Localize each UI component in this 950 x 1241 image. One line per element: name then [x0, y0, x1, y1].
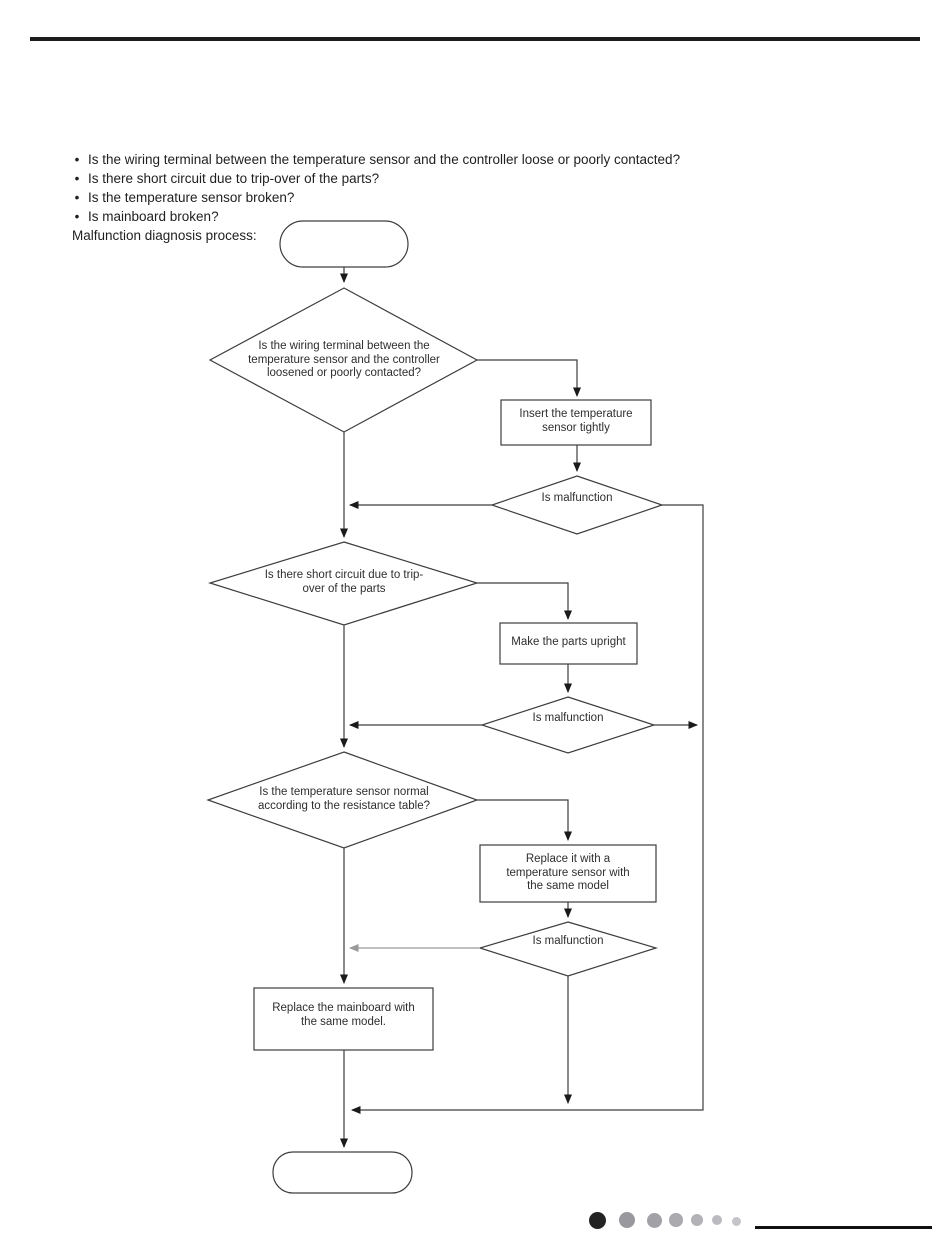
end-terminal: [272, 1151, 413, 1194]
page-dot: [619, 1212, 635, 1228]
process-label: Malfunction diagnosis process:: [72, 228, 257, 243]
bullet-item: • Is there short circuit due to trip-ove…: [72, 169, 680, 188]
bullet-text: Is the temperature sensor broken?: [88, 190, 295, 205]
page-dot: [691, 1214, 703, 1226]
action-3-box: [479, 844, 657, 903]
flow-connector-decision3-to-action3: [477, 799, 572, 841]
page-dot: [669, 1213, 683, 1227]
flow-connector-right-return: [351, 504, 704, 1114]
bullet-item: • Is the temperature sensor broken?: [72, 188, 680, 207]
bullet-marker: •: [74, 190, 80, 205]
footer-rule: [755, 1226, 932, 1229]
bullet-marker: •: [74, 152, 80, 167]
action-3-label: Replace it with a temperature sensor wit…: [506, 853, 630, 892]
check-3-label: Is malfunction: [532, 935, 604, 947]
bullet-item: • Is the wiring terminal between the tem…: [72, 150, 680, 169]
action-2-label: Make the parts upright: [511, 636, 626, 648]
check-2-diamond: [480, 696, 656, 754]
header-rule: [30, 37, 920, 41]
action-4-box: [253, 987, 434, 1051]
action-1-box: [500, 399, 652, 446]
bullet-text: Is the wiring terminal between the tempe…: [88, 152, 681, 167]
bullet-marker: •: [74, 209, 80, 224]
decision-1-label: Is the wiring terminal between the tempe…: [248, 340, 440, 379]
check-1-label: Is malfunction: [541, 492, 613, 504]
page-dot: [711, 1214, 723, 1226]
action-4-label: Replace the mainboard with the same mode…: [272, 1002, 415, 1028]
bullet-text: Is mainboard broken?: [88, 209, 219, 224]
check-3-diamond: [477, 921, 659, 977]
check-2-label: Is malfunction: [532, 712, 604, 724]
check-1-diamond: [490, 475, 664, 535]
bullet-text: Is there short circuit due to trip-over …: [88, 171, 380, 186]
start-terminal: [279, 220, 409, 268]
intro-text: • Is the wiring terminal between the tem…: [72, 150, 680, 245]
bullet-marker: •: [74, 171, 80, 186]
action-2-box: [499, 622, 638, 665]
action-1-label: Insert the temperature sensor tightly: [519, 408, 633, 434]
decision-3-label: Is the temperature sensor normal accordi…: [258, 786, 430, 812]
flow-connector-decision1-to-action1: [477, 359, 581, 397]
bullet-item: • Is mainboard broken?: [72, 207, 680, 226]
page-dot: [731, 1216, 741, 1226]
flow-connector-decision2-to-action2: [477, 582, 572, 620]
page-dot: [588, 1211, 606, 1229]
page-dot: [646, 1212, 662, 1228]
decision-2-label: Is there short circuit due to trip- over…: [264, 569, 424, 595]
